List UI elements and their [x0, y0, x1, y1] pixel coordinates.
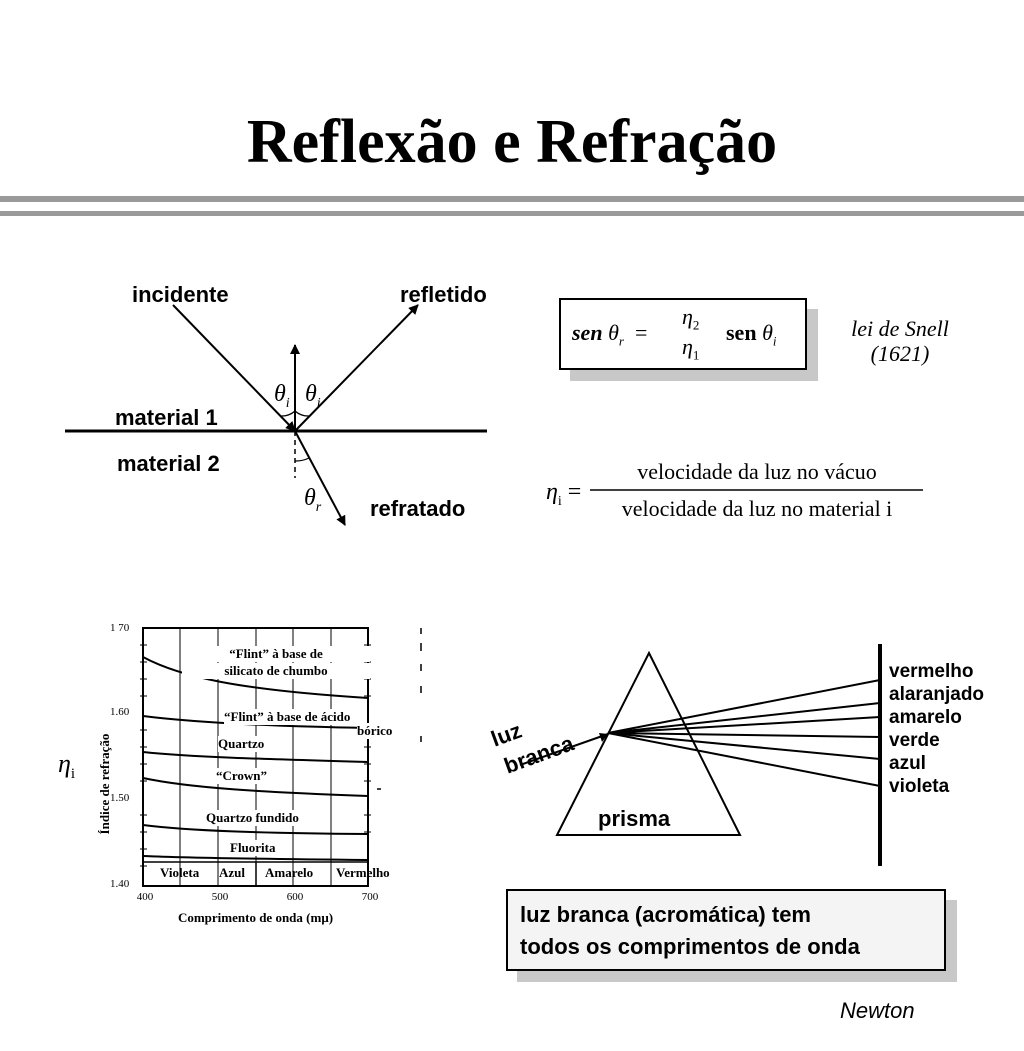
curve-quartzo-fundido	[142, 824, 369, 835]
angle-arc-reflected	[294, 410, 310, 417]
snell-right-side: sen θi	[726, 320, 777, 349]
theta-refracted: θr	[304, 485, 322, 515]
page-title: Reflexão e Refração	[246, 108, 778, 176]
prism-graphics	[519, 644, 882, 866]
ray-violeta	[607, 732, 881, 787]
spectrum-color-list: vermelho alaranjado amarelo verde azul v…	[889, 660, 984, 798]
curve-fluorita	[142, 855, 369, 861]
snell-denominator: η1	[682, 334, 700, 363]
ray-azul	[607, 732, 881, 760]
white-light-ray	[519, 733, 609, 766]
chart-y-tick-160: 1.60	[110, 706, 130, 718]
chart-x-tick-600: 600	[286, 891, 304, 903]
snell-law-box	[559, 298, 807, 370]
reflected-ray	[294, 304, 419, 432]
title-rule-top	[0, 196, 1024, 202]
chart-y-tick-150: 1.50	[110, 792, 130, 804]
index-denominator: velocidade da luz no material i	[621, 496, 893, 521]
curve-label-fluorita: Fluorita	[230, 840, 276, 856]
chart-y-axis-label: Índice de refração	[97, 733, 112, 835]
band-vermelho: Vermelho	[336, 865, 390, 880]
curve-label-crown: “Crown”	[216, 768, 268, 784]
white-light-note: luz branca (acromática) tem todos os com…	[506, 889, 946, 971]
snell-numerator: η2	[682, 304, 700, 333]
theta-incident: θi	[274, 381, 290, 411]
index-eta: ηi =	[546, 479, 582, 509]
band-amarelo: Amarelo	[265, 865, 314, 880]
label-refletido: refletido	[400, 282, 487, 307]
credit-newton: Newton	[840, 998, 915, 1023]
label-prisma: prisma	[598, 806, 671, 831]
chart-x-axis-label: Comprimento de onda (mμ)	[177, 910, 334, 925]
ray-vermelho	[607, 679, 881, 734]
curve-label-flint-boric-1: “Flint” à base de ácido	[224, 709, 351, 725]
label-refratado: refratado	[370, 496, 466, 521]
curve-label-flint-boric-2: bórico	[357, 723, 393, 739]
curve-label-quartzo: Quartzo	[218, 736, 265, 752]
label-material-2: material 2	[117, 451, 220, 476]
refracted-ray	[294, 430, 346, 526]
angle-arc-refracted	[294, 457, 310, 462]
curve-label-quartzo-fundido: Quartzo fundido	[206, 810, 299, 826]
ray-alaranjado	[607, 702, 881, 734]
color-amarelo: amarelo	[889, 707, 962, 728]
title-rule-bottom	[0, 211, 1024, 216]
color-azul: azul	[889, 753, 926, 774]
chart-eta-label: ηi	[58, 749, 76, 783]
ray-amarelo	[607, 716, 881, 734]
band-azul: Azul	[219, 865, 245, 880]
chart-x-tick-500: 500	[211, 891, 229, 903]
color-alaranjado: alaranjado	[889, 684, 985, 705]
chart-x-tick-700: 700	[361, 891, 379, 903]
band-violeta: Violeta	[160, 865, 200, 880]
snell-law-name: lei de Snell	[851, 316, 949, 341]
note-line-1: luz branca (acromática) tem	[520, 902, 811, 927]
curve-label-flint-lead-2: silicato de chumbo	[182, 663, 370, 679]
snell-left-side: sen θr =	[572, 320, 648, 349]
label-material-1: material 1	[115, 405, 218, 430]
chart-x-tick-400: 400	[136, 891, 154, 903]
chart-y-tick-140: 1.40	[110, 878, 130, 890]
curve-label-flint-lead-1: “Flint” à base de	[182, 646, 370, 662]
color-violeta: violeta	[889, 776, 950, 797]
angle-arc-incident	[280, 410, 296, 417]
theta-reflected: θi	[305, 381, 321, 411]
curve-quartzo	[142, 751, 369, 763]
curve-crown	[142, 777, 369, 797]
label-incidente: incidente	[132, 282, 229, 307]
color-verde: verde	[889, 730, 940, 751]
ray-verde	[607, 732, 881, 738]
note-line-2: todos os comprimentos de onda	[520, 934, 860, 959]
snell-law-year: (1621)	[870, 341, 930, 366]
index-numerator: velocidade da luz no vácuo	[637, 459, 877, 484]
chart-y-tick-170: 1 70	[110, 622, 130, 634]
curve-flint-lead	[142, 656, 369, 699]
incident-ray	[172, 304, 296, 432]
color-vermelho: vermelho	[889, 661, 974, 682]
